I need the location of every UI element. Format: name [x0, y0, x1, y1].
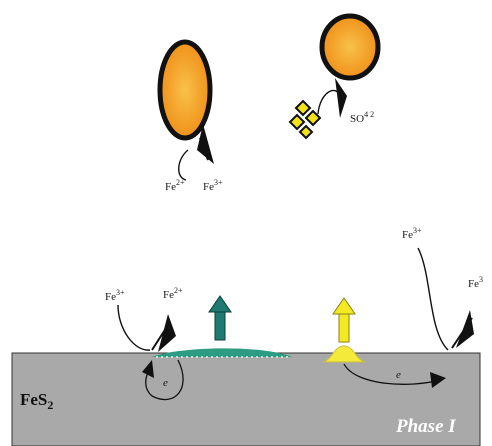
label-electron-left: e — [163, 377, 168, 389]
label-phase: Phase I — [395, 416, 456, 437]
label-fe3-top-right: Fe3+ — [402, 226, 422, 241]
label-fe3-bacterium: Fe3+ — [203, 178, 223, 193]
bacterium-left-ion-arrow — [179, 150, 188, 180]
label-electron-right: e — [396, 369, 401, 381]
sulfur-cluster-icon — [290, 101, 320, 138]
teal-up-arrow — [209, 296, 231, 340]
surface-left-curve — [118, 305, 150, 350]
label-fe2-surface: Fe2+ — [163, 286, 183, 301]
bacterium-left — [160, 42, 210, 138]
teal-film — [152, 348, 292, 357]
surface-left-arrowhead — [158, 314, 176, 352]
bacterium-right — [322, 16, 378, 78]
label-fe3-surface: Fe3+ — [105, 288, 125, 303]
surface-right-curve — [418, 248, 448, 350]
yellow-up-arrow — [333, 298, 355, 342]
label-sulfate: SO4 2 — [350, 110, 374, 125]
bacterium-right-sulfate-arrow — [318, 90, 340, 114]
bacterium-right-arrowhead — [335, 78, 347, 118]
label-fe3-edge: Fe3 — [468, 275, 483, 290]
label-fe2-bacterium: Fe2+ — [165, 178, 185, 193]
